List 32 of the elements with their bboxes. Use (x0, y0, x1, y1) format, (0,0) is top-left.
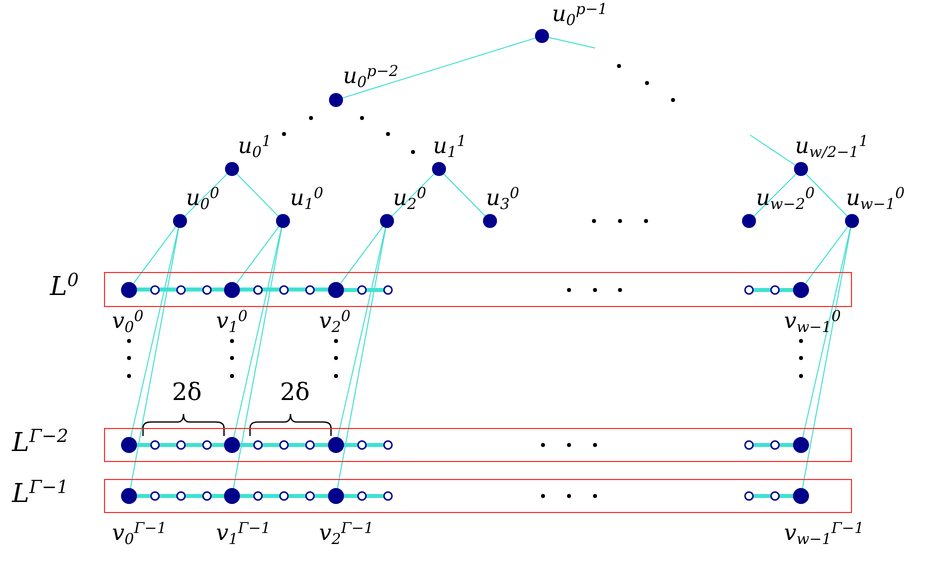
path-edge (137, 494, 224, 498)
edge-line (805, 226, 848, 284)
edge-line (753, 173, 797, 217)
edge-line (236, 174, 279, 216)
edge-line (802, 227, 851, 438)
distance-label: 2δ (172, 380, 202, 404)
edge-line (133, 226, 176, 284)
edge-line (548, 37, 596, 48)
edge-line (233, 227, 282, 438)
edge-line (336, 227, 386, 489)
layer-label: L$^{Γ−1}$ (12, 481, 68, 507)
path-edge (240, 443, 328, 447)
edge-line (236, 226, 280, 284)
layer-label: L$^{Γ−2}$ (12, 430, 68, 456)
path-edge (240, 494, 328, 498)
edge-line (340, 226, 384, 284)
path-edge (240, 288, 328, 292)
edge-line (342, 38, 536, 98)
edge-line (232, 227, 282, 489)
layer-label: L$^{0}$ (50, 274, 79, 300)
edge-line (184, 173, 228, 217)
path-edge (137, 288, 224, 292)
distance-label: 2δ (280, 380, 310, 404)
edge-line (805, 174, 848, 216)
edge-line (750, 134, 796, 166)
path-edge (137, 443, 224, 447)
edge-line (130, 227, 179, 438)
edge-line (337, 227, 386, 438)
edge-line (130, 227, 180, 489)
edge-line (443, 174, 486, 216)
edge-line (391, 173, 435, 217)
edge-line (802, 227, 852, 489)
